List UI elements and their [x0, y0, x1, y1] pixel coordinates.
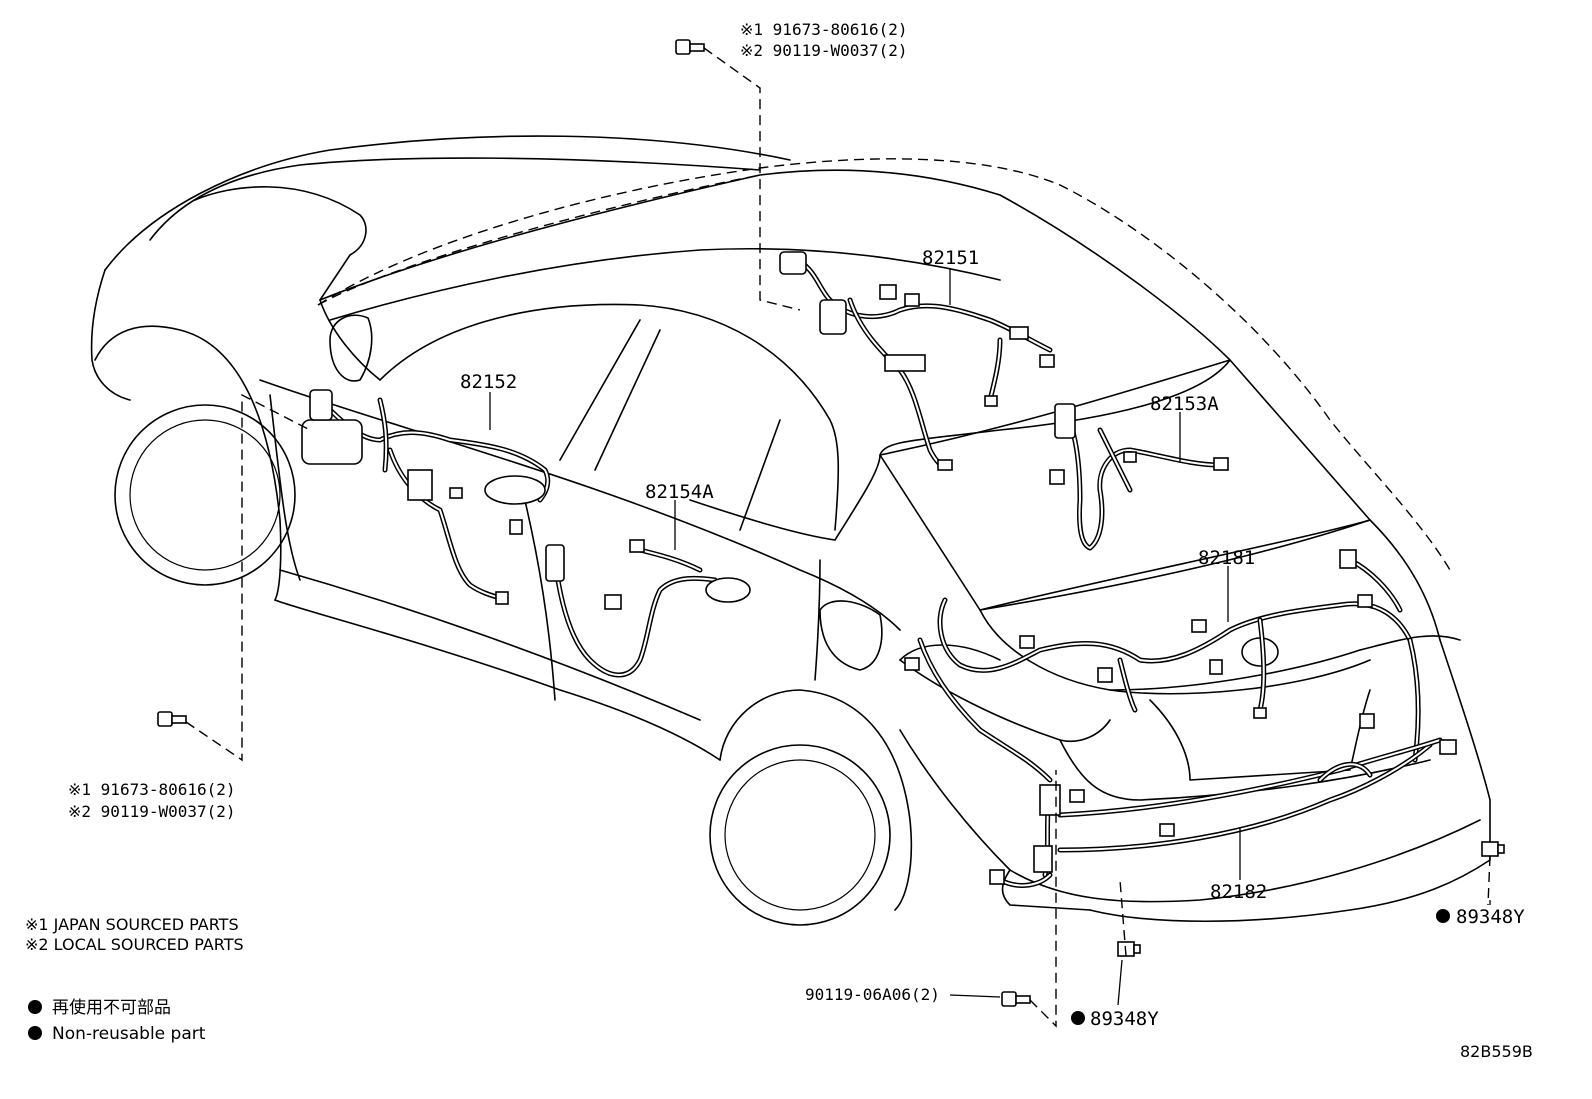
harness-82154a[interactable]: [545, 539, 751, 678]
label-82181: 82181: [1198, 547, 1255, 569]
legend-non-reusable-jp: 再使用不可部品: [52, 997, 171, 1018]
label-82153a: 82153A: [1150, 393, 1219, 415]
bolt-top-icon: [675, 39, 705, 55]
top-note-2: ※2 90119-W0037(2): [740, 41, 908, 60]
harness-82152[interactable]: [301, 389, 551, 605]
bolt-bottom-icon: [1001, 991, 1031, 1007]
leader-lines: [489, 268, 1491, 1006]
non-reusable-dot-icon: [1436, 909, 1450, 923]
top-note-1: ※1 91673-80616(2): [740, 20, 908, 39]
bolt-left-icon: [157, 711, 187, 727]
legend-japan-sourced: ※1 JAPAN SOURCED PARTS: [25, 915, 239, 934]
label-82154a: 82154A: [645, 481, 714, 503]
label-clip-bottom: 89348Y: [1090, 1008, 1159, 1030]
non-reusable-dot-icon: [1071, 1011, 1085, 1025]
label-82152: 82152: [460, 371, 517, 393]
clip-right-icon: [1481, 841, 1505, 857]
label-clip-right: 89348Y: [1456, 906, 1525, 928]
label-82151: 82151: [922, 247, 979, 269]
left-note-1: ※1 91673-80616(2): [68, 780, 236, 799]
label-bolt-bottom: 90119-06A06(2): [805, 985, 940, 1004]
legend-local-sourced: ※2 LOCAL SOURCED PARTS: [25, 935, 244, 954]
dashed-connector-lines: [185, 47, 1491, 1028]
harness-82182[interactable]: [989, 737, 1457, 888]
non-reusable-dot-icon: [28, 1000, 42, 1014]
harness-82153a[interactable]: [1049, 403, 1229, 551]
harness-82151[interactable]: [779, 251, 1055, 471]
diagram-id: 82B559B: [1460, 1042, 1533, 1061]
harness-82181[interactable]: [904, 549, 1421, 783]
left-note-2: ※2 90119-W0037(2): [68, 802, 236, 821]
label-82182: 82182: [1210, 881, 1267, 903]
clip-bottom-icon: [1117, 941, 1141, 957]
legend-non-reusable-en: Non-reusable part: [52, 1024, 206, 1044]
car-body-outline: [90, 135, 1491, 926]
non-reusable-dot-icon: [28, 1026, 42, 1040]
